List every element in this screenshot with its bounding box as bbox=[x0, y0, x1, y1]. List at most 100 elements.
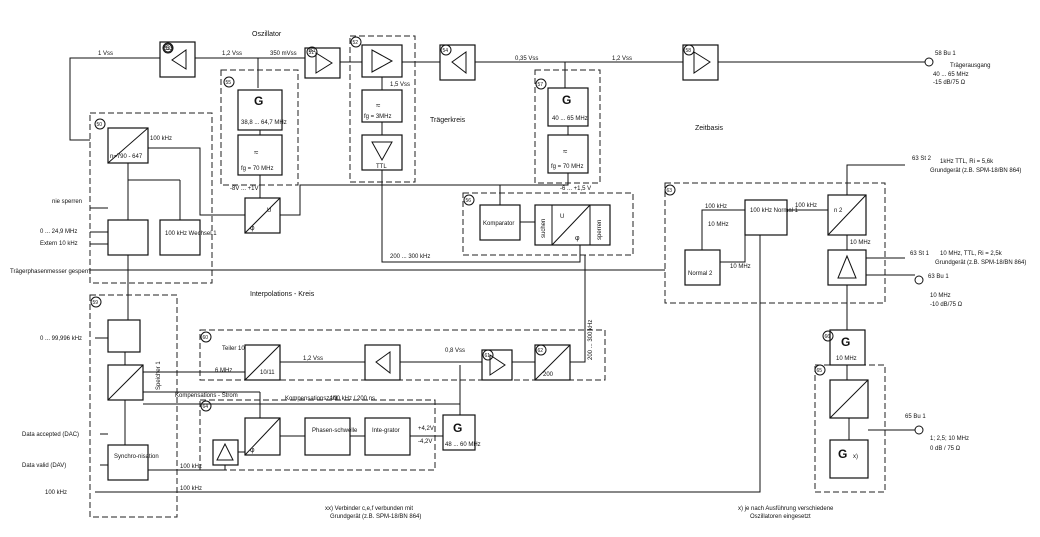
heading-zeitbasis: Zeitbasis bbox=[695, 125, 724, 132]
module-frame-60 bbox=[89, 294, 178, 518]
bu65-freq: 1; 2,5; 10 MHz bbox=[930, 436, 969, 442]
sig-v42n: -4,2V bbox=[418, 439, 432, 445]
sig-kompstrom: Kompensations - Strom bbox=[175, 393, 238, 399]
svg-text:52: 52 bbox=[353, 40, 359, 46]
svg-text:58: 58 bbox=[686, 48, 692, 54]
module-id-56: 56 bbox=[463, 194, 475, 206]
oscillator-g1: G 38,8 ... 64,7 MHz ≈ fg = 70 MHz bbox=[237, 89, 287, 176]
module-id-51: 51 bbox=[306, 46, 318, 58]
module-id-50: 50 bbox=[94, 118, 106, 130]
module-id-54: 54 bbox=[440, 44, 452, 56]
in-range: 0 ... 24,9 MHz bbox=[40, 229, 77, 235]
module-frame-59 bbox=[462, 192, 634, 256]
sig-k200: 200 ... 300 kHz bbox=[390, 254, 430, 260]
heading-traegerkreis: Trägerkreis bbox=[430, 117, 466, 124]
module-id-66: 66 bbox=[822, 330, 834, 342]
module-66: φ Phasen-schwelle Inte-grator bbox=[212, 417, 443, 466]
svg-text:40 ... 65 MHz: 40 ... 65 MHz bbox=[552, 116, 588, 122]
module-61: 10/11 Teiler 10 200 bbox=[143, 255, 586, 381]
module-65: G x) bbox=[829, 379, 924, 479]
phase-detector-1: φ U bbox=[148, 147, 281, 234]
bu1-conn: 63 Bu 1 bbox=[928, 274, 949, 280]
in-data-valid: Data valid (DAV) bbox=[22, 463, 66, 469]
sig-k10a: 10 MHz bbox=[708, 222, 729, 228]
wire-g2-comp bbox=[499, 173, 569, 205]
note2: x) je nach Ausführung verschiedene bbox=[738, 506, 834, 512]
svg-text:56: 56 bbox=[466, 198, 472, 204]
st2-line2: Grundgerät (z.B. SPM-18/BN 864) bbox=[930, 168, 1021, 174]
svg-text:10/11: 10/11 bbox=[260, 370, 275, 376]
sig-k200v: 200 ... 300 kHz bbox=[588, 320, 594, 360]
svg-text:Komparator: Komparator bbox=[483, 221, 514, 227]
svg-text:100 kHz Normal 1: 100 kHz Normal 1 bbox=[750, 208, 799, 214]
svg-text:51: 51 bbox=[309, 50, 315, 56]
sig-k100c: 100 kHz bbox=[795, 203, 817, 209]
svg-text:61: 61 bbox=[485, 353, 491, 359]
note2b: Oszillatoren eingesetzt bbox=[750, 514, 811, 520]
svg-text:G: G bbox=[841, 335, 850, 349]
oscillator-interp: G 48 ... 60 MHz bbox=[442, 365, 481, 451]
module-63: 100 kHz Normal 1 Normal 2 n 2 bbox=[684, 194, 905, 330]
module-id-61: 61 bbox=[482, 349, 494, 361]
svg-text:fg = 70 MHz: fg = 70 MHz bbox=[551, 164, 584, 170]
in-nie-sperren: nie sperren bbox=[52, 199, 82, 205]
module-frame-63 bbox=[664, 182, 886, 304]
svg-text:Speicher 1: Speicher 1 bbox=[156, 361, 162, 390]
svg-text:Teiler 10: Teiler 10 bbox=[222, 346, 245, 352]
svg-text:G: G bbox=[562, 93, 571, 107]
svg-text:TTL: TTL bbox=[376, 164, 387, 170]
bu65-level: 0 dB / 75 Ω bbox=[930, 446, 961, 452]
svg-text:50: 50 bbox=[97, 122, 103, 128]
sig-k6: 6 MHz bbox=[215, 368, 232, 374]
svg-text:sperren: sperren bbox=[597, 220, 603, 240]
svg-text:63: 63 bbox=[667, 188, 673, 194]
out1-level: -15 dB/75 Ω bbox=[933, 80, 966, 86]
svg-text:φ: φ bbox=[250, 225, 255, 232]
bu1-freq: 10 MHz bbox=[930, 293, 951, 299]
sig-v1: 1 Vss bbox=[98, 51, 113, 57]
svg-text:200: 200 bbox=[543, 372, 554, 378]
svg-text:Phasen-schwelle: Phasen-schwelle bbox=[312, 428, 358, 434]
note1b: Grundgerät (z.B. SPM-18/BN 864) bbox=[330, 514, 421, 520]
svg-text:100 kHz Wechsel 1: 100 kHz Wechsel 1 bbox=[165, 231, 217, 237]
out1-conn: 58 Bu 1 bbox=[935, 51, 956, 57]
st2-conn: 63 St 2 bbox=[912, 156, 932, 162]
module-id-63: 63 bbox=[664, 184, 676, 196]
sig-v2: 1,2 Vss bbox=[222, 51, 242, 57]
st1-line2: Grundgerät (z.B. SPM-18/BN 864) bbox=[935, 260, 1026, 266]
module-frame-61 bbox=[199, 329, 606, 381]
svg-text:U: U bbox=[560, 214, 564, 220]
sig-v6: 1,2 Vss bbox=[612, 56, 632, 62]
sig-vt2: -6 ... +1,5 V bbox=[560, 186, 591, 192]
svg-text:U: U bbox=[267, 208, 271, 214]
svg-text:G: G bbox=[254, 94, 263, 108]
label-53: 53 bbox=[166, 46, 173, 52]
sig-k10b: 10 MHz bbox=[850, 240, 871, 246]
svg-text:fg = 3MHz: fg = 3MHz bbox=[364, 114, 392, 120]
svg-text:x): x) bbox=[853, 454, 858, 460]
svg-text:≈: ≈ bbox=[563, 147, 568, 156]
traegerkreis-block: ≈ fg = 3MHz TTL bbox=[361, 77, 403, 171]
svg-text:64: 64 bbox=[203, 404, 209, 410]
wire-clk bbox=[108, 235, 761, 493]
svg-text:suchen: suchen bbox=[541, 219, 547, 238]
sig-v42p: +4,2V bbox=[418, 426, 434, 432]
sig-k100-200: 100 kHz / 200 ns bbox=[330, 396, 375, 402]
svg-text:62: 62 bbox=[538, 348, 544, 354]
svg-text:G: G bbox=[453, 421, 462, 435]
top-chain: 53 51 bbox=[69, 41, 934, 141]
svg-text:fg = 70 MHz: fg = 70 MHz bbox=[241, 166, 274, 172]
module-56: n=790 - 647 100 kHz Wechsel 1 bbox=[107, 127, 217, 256]
sig-k100b: 100 kHz bbox=[705, 204, 727, 210]
svg-text:60: 60 bbox=[203, 335, 209, 341]
in-extern: Extern 10 kHz bbox=[40, 241, 78, 247]
sig-v5: 0,35 Vss bbox=[515, 56, 538, 62]
svg-text:Synchro-nisation: Synchro-nisation bbox=[114, 454, 159, 460]
oscillator-g2: G 40 ... 65 MHz ≈ fg = 70 MHz bbox=[547, 87, 589, 174]
module-id-64: 64 bbox=[200, 400, 212, 412]
module-id-62: 62 bbox=[535, 344, 547, 356]
module-id-55: 55 bbox=[223, 76, 235, 88]
svg-text:n 2: n 2 bbox=[834, 208, 843, 214]
sig-k100d: 100 kHz bbox=[180, 464, 202, 470]
